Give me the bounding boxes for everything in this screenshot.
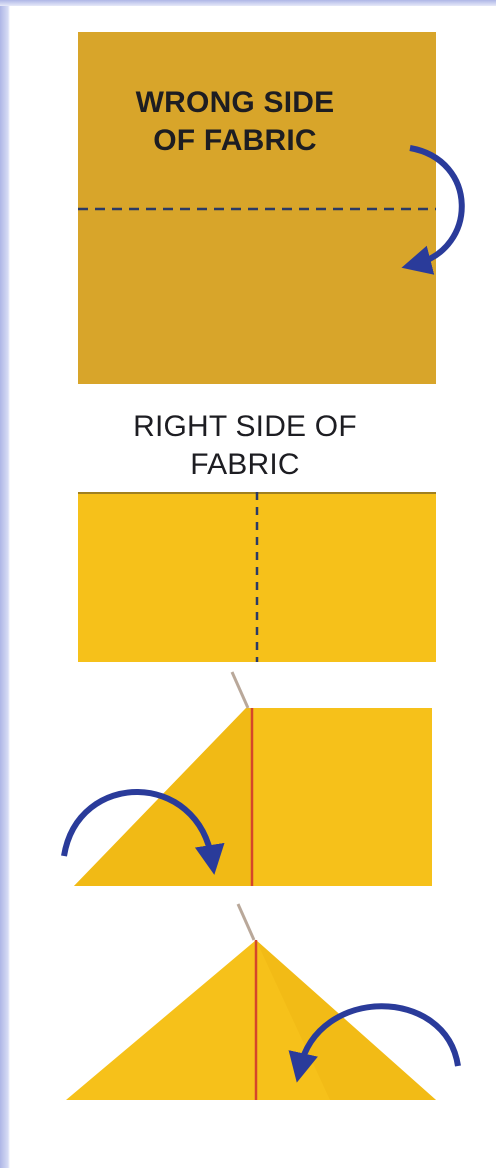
thread xyxy=(238,904,254,940)
right-side-label: RIGHT SIDE OF FABRIC xyxy=(130,408,360,484)
wrong-side-label: WRONG SIDE OF FABRIC xyxy=(120,84,350,160)
thread xyxy=(232,672,248,708)
fabric-rectangle-right-side xyxy=(78,492,436,662)
